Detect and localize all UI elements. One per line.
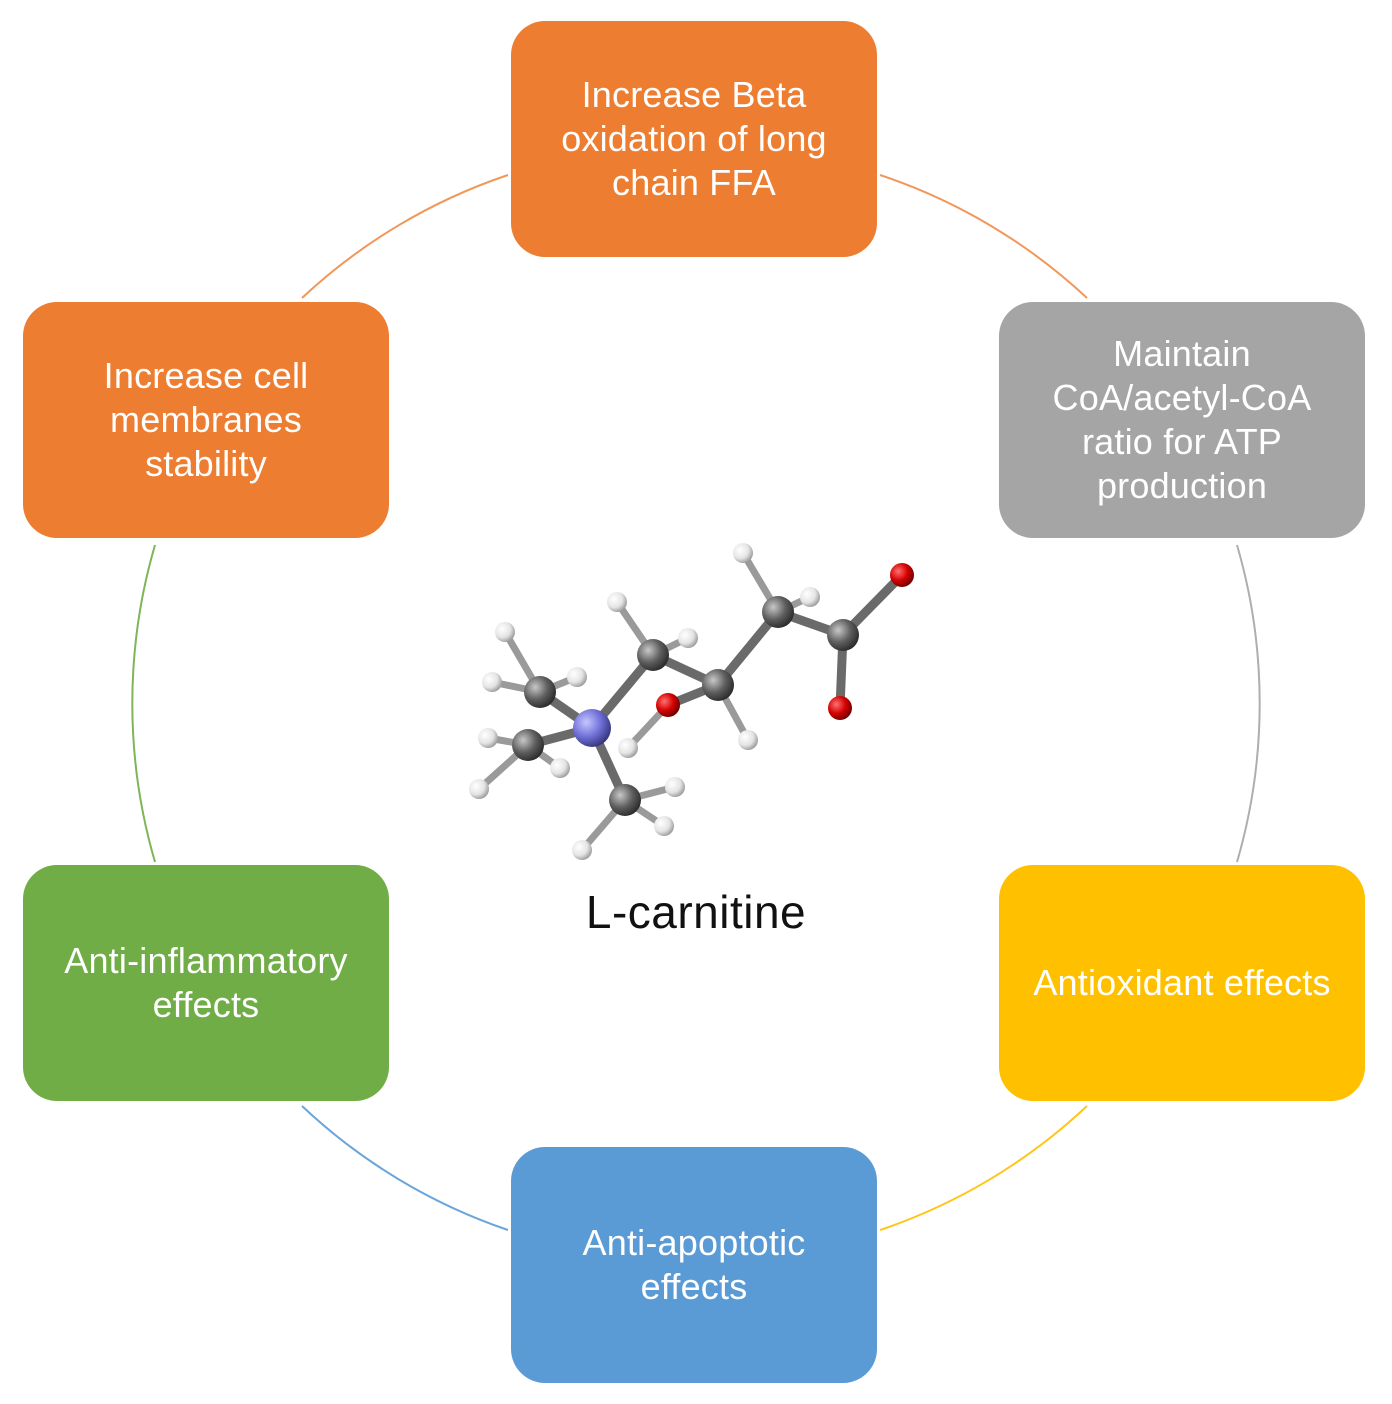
nitrogen-atom (573, 709, 611, 747)
hydrogen-atom (800, 587, 820, 607)
node-anti-inflammatory: Anti-inflammatory effects (23, 865, 389, 1101)
node-coa-ratio: Maintain CoA/acetyl-CoA ratio for ATP pr… (999, 302, 1365, 538)
node-label: Increase cell membranes stability (103, 355, 309, 484)
ring-arc-top-right (879, 174, 1088, 299)
hydrogen-atom (567, 667, 587, 687)
hydrogen-atom (678, 628, 698, 648)
ring-arc-left (131, 544, 156, 863)
hydrogen-atom (478, 728, 498, 748)
carbon-atom (609, 784, 641, 816)
hydrogen-atom (495, 622, 515, 642)
carbon-atom (762, 596, 794, 628)
carbon-atom (512, 729, 544, 761)
node-label: Increase Beta oxidation of long chain FF… (561, 74, 827, 203)
carbon-atom (702, 669, 734, 701)
carbon-atom (524, 676, 556, 708)
hydrogen-atom (607, 592, 627, 612)
node-label: Anti-apoptotic effects (582, 1222, 806, 1307)
ring-arc-bottom-right (879, 1105, 1088, 1231)
node-anti-apoptotic: Anti-apoptotic effects (511, 1147, 877, 1383)
hydrogen-atom (733, 543, 753, 563)
carbon-atom (637, 639, 669, 671)
oxygen-atom (828, 696, 852, 720)
node-membrane-stability: Increase cell membranes stability (23, 302, 389, 538)
hydrogen-atom (665, 777, 685, 797)
hydrogen-atom (738, 730, 758, 750)
node-antioxidant: Antioxidant effects (999, 865, 1365, 1101)
hydrogen-atom (618, 738, 638, 758)
oxygen-atom (890, 563, 914, 587)
hydrogen-atom (482, 672, 502, 692)
hydrogen-atom (654, 816, 674, 836)
hydrogen-atom (550, 758, 570, 778)
node-label: Maintain CoA/acetyl-CoA ratio for ATP pr… (1052, 333, 1312, 506)
molecule-atoms (469, 543, 914, 860)
center-label: L-carnitine (585, 886, 807, 938)
hydrogen-atom (469, 779, 489, 799)
node-label: Antioxidant effects (1033, 962, 1331, 1004)
oxygen-atom (656, 693, 680, 717)
hydrogen-atom (572, 840, 592, 860)
node-label: Anti-inflammatory effects (64, 940, 348, 1025)
ring-arc-top-left (301, 174, 509, 299)
node-beta-oxidation: Increase Beta oxidation of long chain FF… (511, 21, 877, 257)
ring-arc-bottom-left (301, 1105, 509, 1231)
ring-arc-right (1236, 544, 1261, 863)
carbon-atom (827, 619, 859, 651)
